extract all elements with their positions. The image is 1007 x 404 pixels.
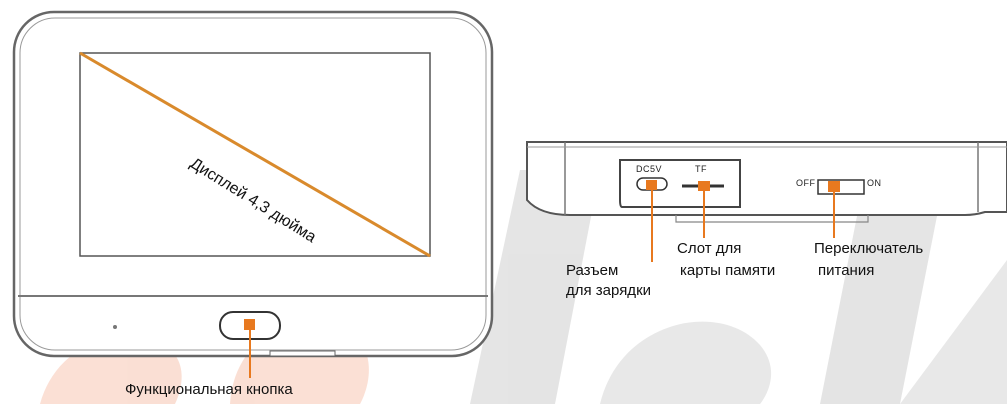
card-slot-label-line1: Слот для (677, 240, 742, 257)
card-slot-marker (698, 181, 710, 191)
charging-port-marker (646, 180, 657, 190)
power-switch[interactable] (817, 179, 865, 195)
power-switch-label-line1: Переключатель (814, 240, 924, 257)
charge-port-label-line1: Разъем (566, 262, 619, 279)
power-switch-label-line2: питания (818, 262, 875, 279)
port-marking: DC5V (636, 164, 663, 174)
device-side-body (526, 141, 1007, 216)
microphone-dot (113, 325, 117, 329)
bottom-clip (269, 350, 336, 357)
switch-off-marking: OFF (796, 178, 816, 188)
power-switch-marker (828, 181, 840, 192)
display-diagonal (79, 51, 431, 258)
side-bottom-rail (675, 215, 869, 223)
function-button-marker (244, 319, 255, 330)
card-slot-label-line2: карты памяти (680, 262, 776, 279)
function-button-label: Функциональная кнопка (125, 381, 293, 398)
port-cover-outline (619, 159, 741, 208)
switch-on-marking: ON (867, 178, 882, 188)
slot-marking: TF (695, 164, 707, 174)
charge-port-label-line2: для зарядки (566, 282, 652, 299)
device-front-inner (19, 17, 487, 351)
